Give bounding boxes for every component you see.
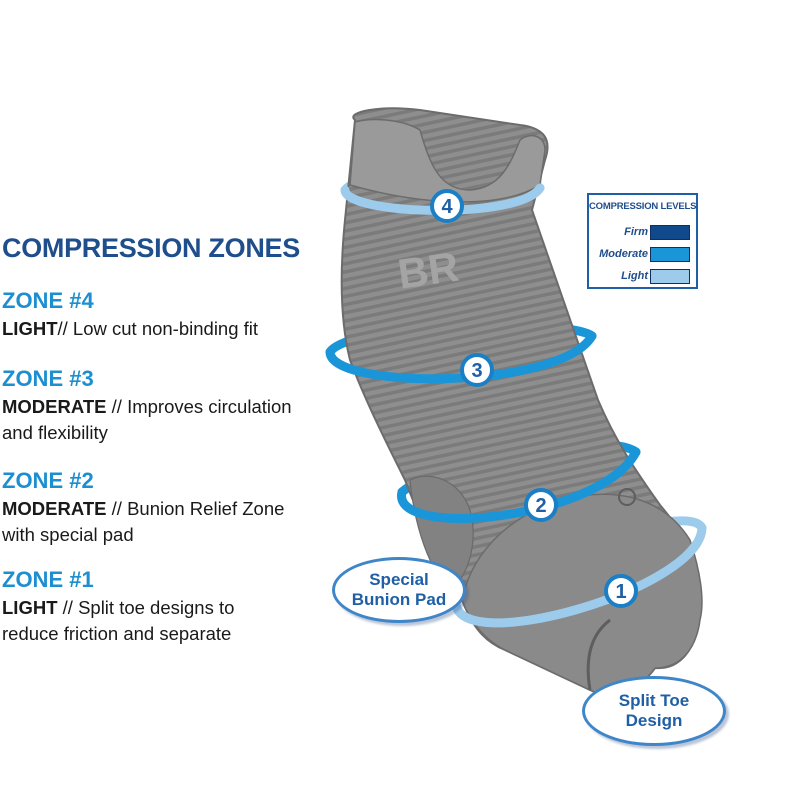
zone-2-text: Bunion Relief Zone — [127, 498, 285, 519]
zone-1-level: LIGHT — [2, 597, 58, 618]
zone-1-separator: // — [57, 597, 79, 618]
zone-2-level: MODERATE — [2, 498, 107, 519]
zone-1-ring — [451, 523, 707, 628]
split-toe-callout: Split Toe Design — [582, 676, 726, 746]
zone-4-title: ZONE #4 — [2, 288, 94, 313]
zone-1-number: 1 — [615, 581, 626, 603]
bunion-callout-line2: Bunion Pad — [351, 590, 447, 609]
legend-swatch-moderate — [650, 247, 690, 262]
zone-4-separator: // — [57, 318, 73, 339]
legend-swatch-firm — [650, 225, 690, 240]
zone-3-number: 3 — [471, 360, 482, 382]
zone-3-description: MODERATE // Improves circulation and flex… — [2, 394, 347, 446]
zone-1-block: ZONE #1 LIGHT // Split toe designs to red… — [2, 567, 347, 647]
split-toe-callout-line1: Split Toe — [618, 691, 690, 710]
zone-1-text-line2: reduce friction and separate — [2, 623, 232, 644]
sock-logo-icon — [618, 488, 636, 506]
zone-3-separator: // — [106, 396, 128, 417]
zone-3-ring — [325, 331, 597, 384]
legend-title: COMPRESSION LEVELS — [589, 201, 697, 212]
sock-body: BR — [340, 107, 703, 695]
zone-3-block: ZONE #3 MODERATE // Improves circulation… — [2, 366, 347, 446]
zone-3-badge: 3 — [460, 353, 494, 387]
zone-2-description: MODERATE // Bunion Relief Zone with speci… — [2, 496, 347, 548]
zone-3-text: Improves circulation — [127, 396, 292, 417]
bunion-callout-line1: Special — [369, 570, 429, 589]
zone-1-text: Split toe designs to — [78, 597, 235, 618]
legend-label-light: Light — [621, 270, 648, 282]
zone-4-text: Low cut non-binding fit — [72, 318, 259, 339]
legend-swatch-light — [650, 269, 690, 284]
bunion-pad-callout: Special Bunion Pad — [332, 557, 466, 623]
zone-4-number: 4 — [441, 196, 453, 218]
legend-row-firm: Firm — [589, 225, 696, 243]
split-toe-callout-line2: Design — [625, 711, 683, 730]
legend-label-moderate: Moderate — [599, 248, 648, 260]
zone-3-level: MODERATE — [2, 396, 107, 417]
zone-1-badge: 1 — [604, 574, 638, 608]
zone-2-text-line2: with special pad — [2, 524, 134, 545]
legend-row-light: Light — [589, 269, 696, 287]
legend-row-moderate: Moderate — [589, 247, 696, 265]
zone-2-ring — [397, 447, 641, 523]
zone-2-number: 2 — [535, 495, 546, 517]
zone-1-title: ZONE #1 — [2, 567, 94, 592]
zone-4-level: LIGHT — [2, 318, 58, 339]
compression-levels-legend: COMPRESSION LEVELS Firm Moderate Light — [587, 193, 698, 289]
zone-1-description: LIGHT // Split toe designs to reduce fric… — [2, 595, 347, 647]
zone-4-block: ZONE #4 LIGHT// Low cut non-binding fit — [2, 288, 347, 342]
zone-2-block: ZONE #2 MODERATE // Bunion Relief Zone wi… — [2, 468, 347, 548]
zone-2-badge: 2 — [524, 488, 558, 522]
zone-2-separator: // — [106, 498, 128, 519]
sock-brand-text: BR — [395, 243, 462, 298]
zone-4-badge: 4 — [430, 189, 464, 223]
zone-3-text-line2: and flexibility — [2, 422, 108, 443]
page-title: COMPRESSION ZONES — [2, 233, 300, 263]
zone-2-title: ZONE #2 — [2, 468, 94, 493]
legend-label-firm: Firm — [624, 226, 648, 238]
zone-3-title: ZONE #3 — [2, 366, 94, 391]
zone-4-description: LIGHT// Low cut non-binding fit — [2, 316, 347, 342]
